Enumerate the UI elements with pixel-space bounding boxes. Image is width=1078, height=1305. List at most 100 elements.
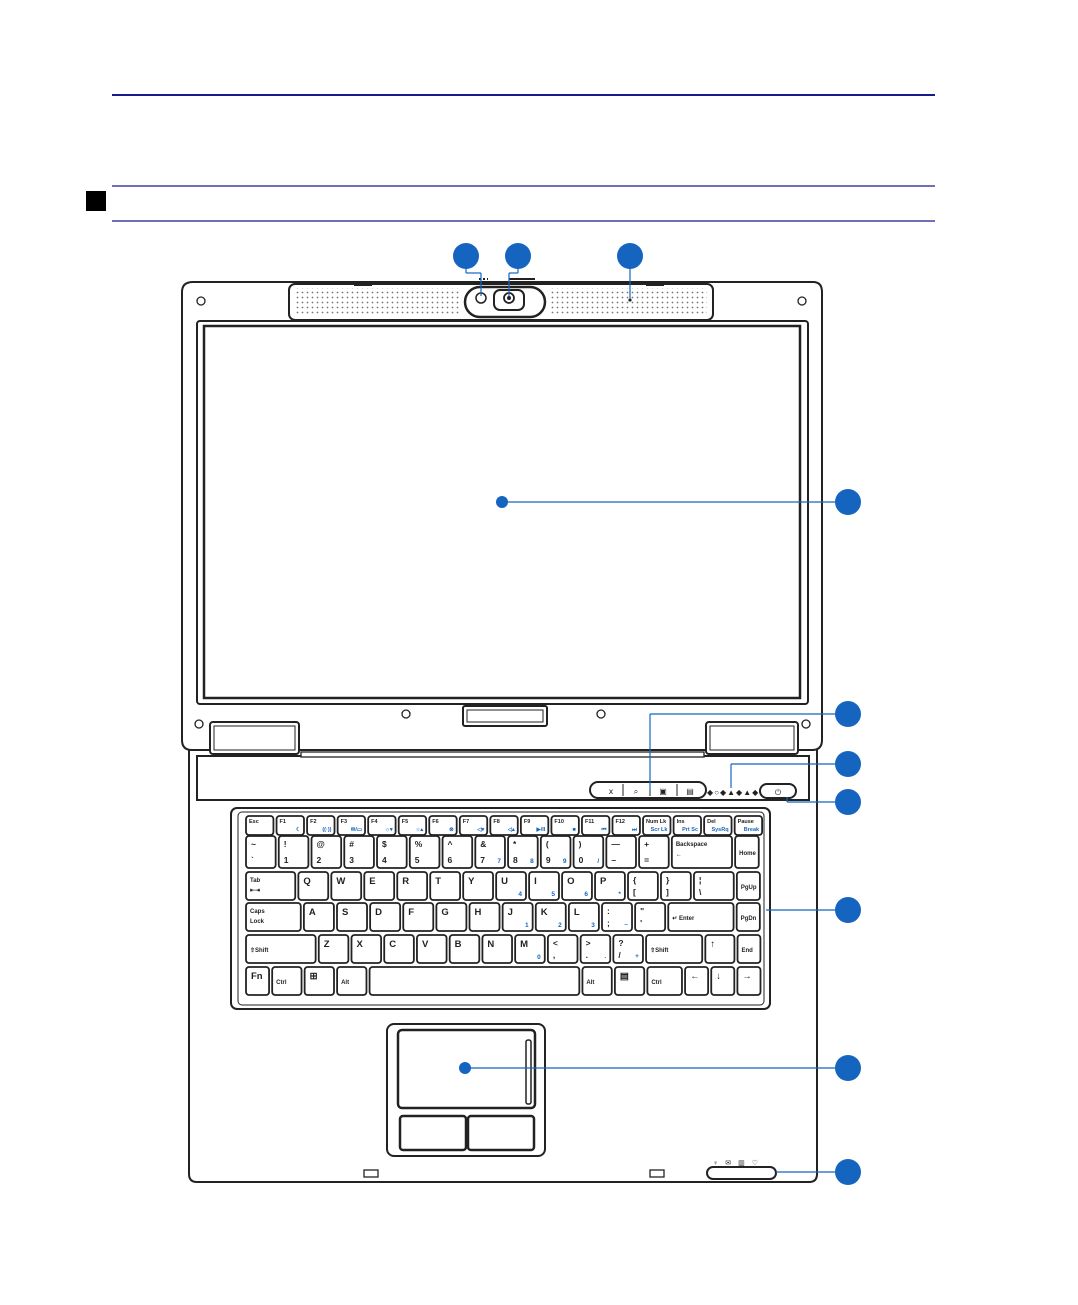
key-label: F12 xyxy=(615,819,624,825)
keyboard-key[interactable]: E xyxy=(363,871,396,901)
keyboard-key[interactable]: M0 xyxy=(514,934,546,964)
keyboard-key[interactable]: += xyxy=(638,835,670,869)
keyboard-key[interactable]: {[ xyxy=(627,871,659,901)
key-fn-label: 9 xyxy=(563,858,567,865)
keyboard-key[interactable]: F12⏭ xyxy=(611,815,641,836)
keyboard-key[interactable]: O6 xyxy=(561,871,593,901)
status-indicators: ◆○◆▲◆▲◆▲ xyxy=(707,788,767,797)
keyboard-key[interactable]: Tab⇤⇥ xyxy=(245,871,297,901)
keyboard-key[interactable]: C xyxy=(383,934,415,964)
keyboard-key[interactable]: )0/ xyxy=(572,835,605,869)
keyboard-key[interactable]: PgUp xyxy=(735,871,761,901)
keyboard-key[interactable]: F4☼▾ xyxy=(367,815,397,836)
keyboard-key[interactable]: F3✉/▭ xyxy=(336,815,366,836)
keyboard-key[interactable]: J1 xyxy=(501,902,534,932)
keyboard-key[interactable]: ?/+ xyxy=(612,934,644,964)
keyboard-key[interactable]: "' xyxy=(634,902,667,932)
keyboard-key[interactable] xyxy=(368,966,581,996)
keyboard-key[interactable]: F5☼▴ xyxy=(397,815,428,836)
keyboard-key[interactable]: F xyxy=(402,902,435,932)
keyboard-key[interactable]: I5 xyxy=(528,871,560,901)
keyboard-key[interactable]: Esc xyxy=(245,815,275,836)
keyboard-key[interactable]: ~` xyxy=(245,835,277,869)
keyboard-key[interactable]: Y xyxy=(462,871,494,901)
keyboard-key[interactable]: ↵ Enter xyxy=(667,902,735,932)
keyboard-key[interactable]: Ctrl xyxy=(646,966,683,996)
touchpad-right-button[interactable] xyxy=(466,1114,536,1152)
keyboard-key[interactable]: F8◁▴ xyxy=(489,815,519,836)
keyboard-key[interactable]: F7◁▾ xyxy=(458,815,489,836)
keyboard-key[interactable]: Alt xyxy=(336,966,368,996)
keyboard-key[interactable]: @2 xyxy=(310,835,343,869)
keyboard-key[interactable]: A xyxy=(302,902,335,932)
keyboard-key[interactable]: $4 xyxy=(376,835,408,869)
keyboard-key[interactable]: Q xyxy=(297,871,330,901)
keyboard-key[interactable]: W xyxy=(330,871,363,901)
keyboard-key[interactable]: PgDn xyxy=(735,902,761,932)
keyboard-key[interactable]: F9▶/II xyxy=(519,815,550,836)
keyboard-key[interactable]: ▤ xyxy=(613,966,646,996)
keyboard-key[interactable]: End xyxy=(736,934,762,964)
keyboard-key[interactable]: —– xyxy=(605,835,637,869)
keyboard-key[interactable]: ⇧Shift xyxy=(245,934,317,964)
keyboard-key[interactable]: Backspace← xyxy=(670,835,733,869)
keyboard-key[interactable]: L3 xyxy=(567,902,600,932)
keyboard-key[interactable]: %5 xyxy=(408,835,441,869)
keyboard-key[interactable]: T xyxy=(429,871,461,901)
keyboard-key[interactable]: F2((·)) xyxy=(306,815,336,836)
power-switch[interactable]: ⏻ xyxy=(759,783,797,799)
keyboard-key[interactable]: N xyxy=(481,934,513,964)
keyboard-key[interactable]: ^6 xyxy=(441,835,474,869)
keyboard-key[interactable]: !1 xyxy=(277,835,310,869)
keyboard-key[interactable]: U4 xyxy=(495,871,527,901)
keyboard-key[interactable]: Z xyxy=(317,934,350,964)
keyboard-key[interactable]: G xyxy=(435,902,468,932)
keyboard-key[interactable]: }] xyxy=(660,871,692,901)
keyboard-key[interactable]: >.. xyxy=(579,934,612,964)
keyboard-key[interactable]: F6⊗ xyxy=(428,815,458,836)
keyboard-key[interactable]: #3 xyxy=(343,835,375,869)
keyboard-key[interactable]: Alt xyxy=(581,966,613,996)
keyboard-key[interactable]: S xyxy=(336,902,368,932)
keyboard-key[interactable]: :;– xyxy=(601,902,633,932)
key-label: ` xyxy=(251,855,254,865)
keyboard-key[interactable]: ⇧Shift xyxy=(645,934,704,964)
key-label: K xyxy=(541,907,548,918)
keyboard-key[interactable]: <, xyxy=(546,934,579,964)
keyboard-key[interactable]: P* xyxy=(594,871,626,901)
key-label: F10 xyxy=(554,819,563,825)
keyboard-key[interactable]: Home xyxy=(734,835,760,869)
keyboard-key[interactable]: ↓ xyxy=(710,966,736,996)
keyboard-key[interactable]: Fn xyxy=(245,966,270,996)
touchpad-scroll-strip[interactable] xyxy=(525,1039,532,1105)
keyboard-key[interactable]: Ctrl xyxy=(271,966,303,996)
keyboard-key[interactable]: V xyxy=(416,934,448,964)
keyboard-key[interactable]: R xyxy=(396,871,429,901)
key-fn-label: 1 xyxy=(525,922,529,929)
keyboard-key[interactable]: ↑ xyxy=(704,934,736,964)
keyboard-key[interactable]: H xyxy=(468,902,501,932)
keyboard-key[interactable]: B xyxy=(448,934,481,964)
keyboard-key[interactable]: → xyxy=(736,966,762,996)
keyboard-key[interactable]: ¦\ xyxy=(693,871,735,901)
instant-keys[interactable]: ⅹ ⌕ ▣ ▤ xyxy=(589,781,707,799)
keyboard-key[interactable]: F11⏮ xyxy=(581,815,611,836)
keyboard-key[interactable]: X xyxy=(350,934,383,964)
keyboard-key[interactable]: F1☾ xyxy=(275,815,305,836)
keyboard-key[interactable]: D xyxy=(369,902,402,932)
key-fn-label: ☾ xyxy=(296,826,301,833)
keyboard-key[interactable]: F10■ xyxy=(550,815,580,836)
keyboard-key[interactable]: ← xyxy=(684,966,710,996)
keyboard-key[interactable]: K2 xyxy=(534,902,567,932)
touchpad-left-button[interactable] xyxy=(398,1114,468,1152)
keyboard-key[interactable]: ⊞ xyxy=(303,966,335,996)
